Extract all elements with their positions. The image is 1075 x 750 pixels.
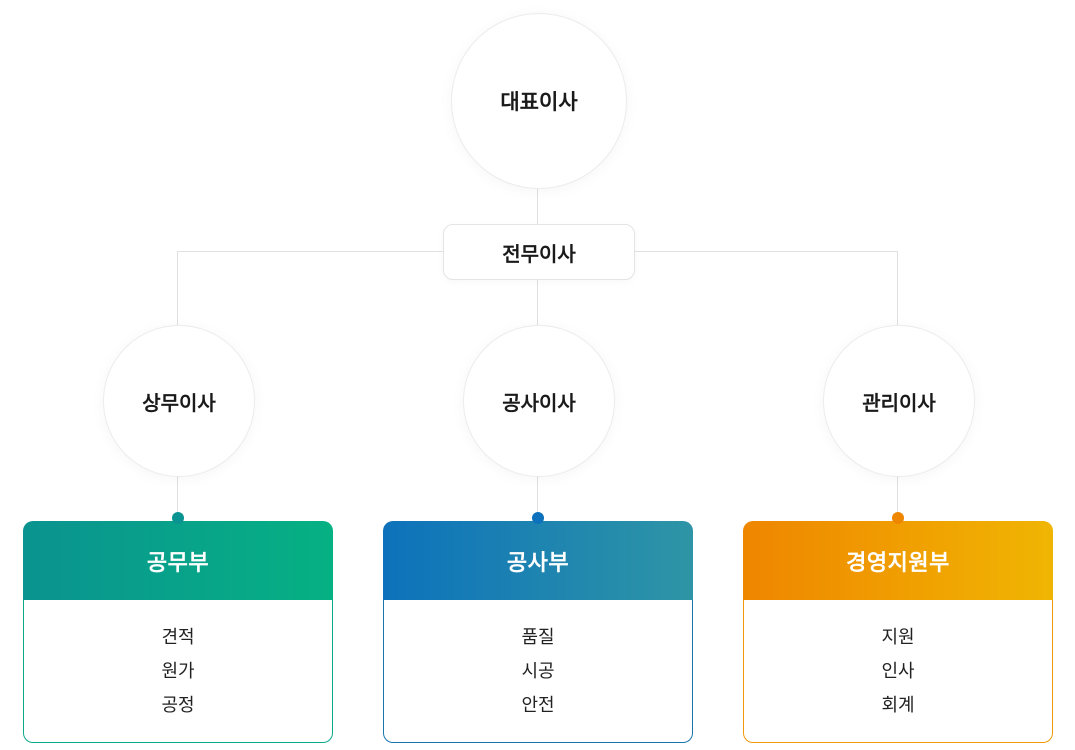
node-executive-label: 전무이사 xyxy=(502,243,576,266)
node-director-left: 상무이사 xyxy=(103,325,255,477)
connector-rail-to-director-left xyxy=(177,251,178,325)
dept-item: 회계 xyxy=(881,695,915,715)
connector-dot xyxy=(172,512,184,524)
dept-header: 공무부 xyxy=(23,521,333,600)
node-executive: 전무이사 xyxy=(443,224,635,280)
dept-item: 지원 xyxy=(881,627,915,647)
dept-item: 시공 xyxy=(521,661,555,681)
node-director-center-label: 공사이사 xyxy=(502,392,576,415)
dept-body: 견적 원가 공정 xyxy=(23,600,333,743)
dept-card-gyeongyeong: 경영지원부 지원 인사 회계 xyxy=(743,512,1053,744)
dept-card-gongmu: 공무부 견적 원가 공정 xyxy=(23,512,333,744)
dept-item: 인사 xyxy=(881,661,915,681)
dept-name: 경영지원부 xyxy=(846,549,950,575)
dept-name: 공무부 xyxy=(146,549,210,575)
dept-header: 공사부 xyxy=(383,521,693,600)
dept-header: 경영지원부 xyxy=(743,521,1053,600)
node-director-center: 공사이사 xyxy=(463,325,615,477)
connector-director-to-dept-center xyxy=(537,475,538,519)
connector-dot xyxy=(892,512,904,524)
connector-rail-to-director-right xyxy=(897,251,898,325)
dept-body: 품질 시공 안전 xyxy=(383,600,693,743)
node-director-right-label: 관리이사 xyxy=(862,392,936,415)
node-ceo: 대표이사 xyxy=(451,13,627,189)
dept-item: 품질 xyxy=(521,627,555,647)
dept-item: 원가 xyxy=(161,661,195,681)
dept-body: 지원 인사 회계 xyxy=(743,600,1053,743)
dept-name: 공사부 xyxy=(506,549,570,575)
connector-ceo-to-executive xyxy=(537,187,538,224)
node-director-right: 관리이사 xyxy=(823,325,975,477)
connector-executive-to-director-center xyxy=(537,278,538,325)
dept-item: 공정 xyxy=(161,695,195,715)
node-director-left-label: 상무이사 xyxy=(142,392,216,415)
dept-card-gongsa: 공사부 품질 시공 안전 xyxy=(383,512,693,744)
node-ceo-label: 대표이사 xyxy=(500,91,578,114)
connector-dot xyxy=(532,512,544,524)
dept-item: 안전 xyxy=(521,695,555,715)
connector-director-to-dept-right xyxy=(897,475,898,519)
dept-item: 견적 xyxy=(161,627,195,647)
connector-director-to-dept-left xyxy=(177,475,178,519)
